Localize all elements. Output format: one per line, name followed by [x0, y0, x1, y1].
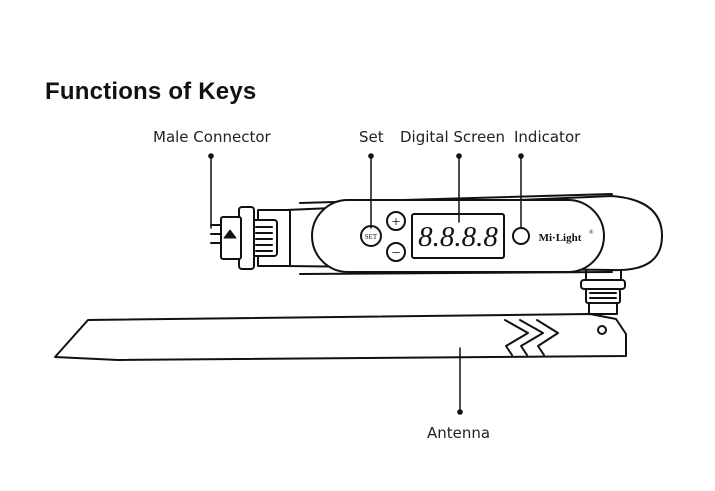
label-set: Set [359, 128, 384, 146]
brand-logo: Mi·Light [539, 232, 582, 244]
leader-dot [208, 153, 214, 159]
minus-button[interactable] [386, 242, 406, 262]
label-digital-screen: Digital Screen [400, 128, 505, 146]
label-male-connector: Male Connector [153, 128, 271, 146]
label-indicator: Indicator [514, 128, 581, 146]
plus-icon: + [391, 214, 400, 231]
leader-dot [457, 409, 463, 415]
label-antenna: Antenna [427, 424, 491, 442]
brand-registered-mark: ® [589, 229, 594, 236]
plus-button[interactable] [386, 211, 406, 231]
set-key-text: SET [365, 233, 378, 241]
indicator-led [512, 227, 530, 245]
antenna [54, 313, 627, 361]
minus-icon: − [391, 245, 400, 262]
leader-dot [518, 153, 524, 159]
digital-screen [411, 213, 505, 259]
screen-digits: 8.8.8.8 [418, 221, 498, 253]
leader-dot [456, 153, 462, 159]
male-connector [210, 206, 255, 270]
leader-lines [210, 155, 522, 413]
page-title: Functions of Keys [45, 78, 257, 105]
device-grip [250, 209, 291, 267]
leader-dot [368, 153, 374, 159]
